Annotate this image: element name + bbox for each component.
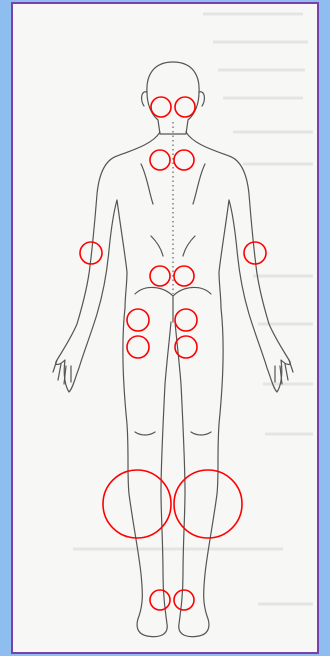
- fingers-right-outline: [275, 360, 293, 384]
- lowback-right-outline: [183, 236, 195, 256]
- ear-left-outline: [142, 92, 147, 106]
- scapula-right-outline: [193, 164, 205, 204]
- ear-right-outline: [199, 92, 204, 106]
- knee-left-outline: [135, 432, 155, 435]
- marker-gluteal-upper-right: [175, 309, 197, 331]
- marker-gluteal-lower-right: [175, 336, 197, 358]
- marker-lower-neck-left: [150, 150, 170, 170]
- marker-calf-right: [174, 470, 242, 538]
- marker-gluteal-lower-left: [127, 336, 149, 358]
- marker-occiput-right: [175, 97, 195, 117]
- marker-gluteal-upper-left: [127, 309, 149, 331]
- fingers-left-outline: [53, 360, 71, 384]
- body-back-diagram: [13, 4, 317, 652]
- marker-heel-right: [174, 590, 194, 610]
- marker-low-back-right: [174, 266, 194, 286]
- figure-panel: [11, 2, 319, 654]
- leg-left-outline: [123, 308, 171, 637]
- knee-right-outline: [191, 432, 211, 435]
- marker-low-back-left: [150, 266, 170, 286]
- lowback-left-outline: [151, 236, 163, 256]
- marker-group: [80, 97, 266, 610]
- marker-heel-left: [150, 590, 170, 610]
- scapula-left-outline: [141, 164, 153, 204]
- background-text-faint: [73, 14, 313, 604]
- marker-occiput-left: [151, 97, 171, 117]
- marker-lower-neck-right: [174, 150, 194, 170]
